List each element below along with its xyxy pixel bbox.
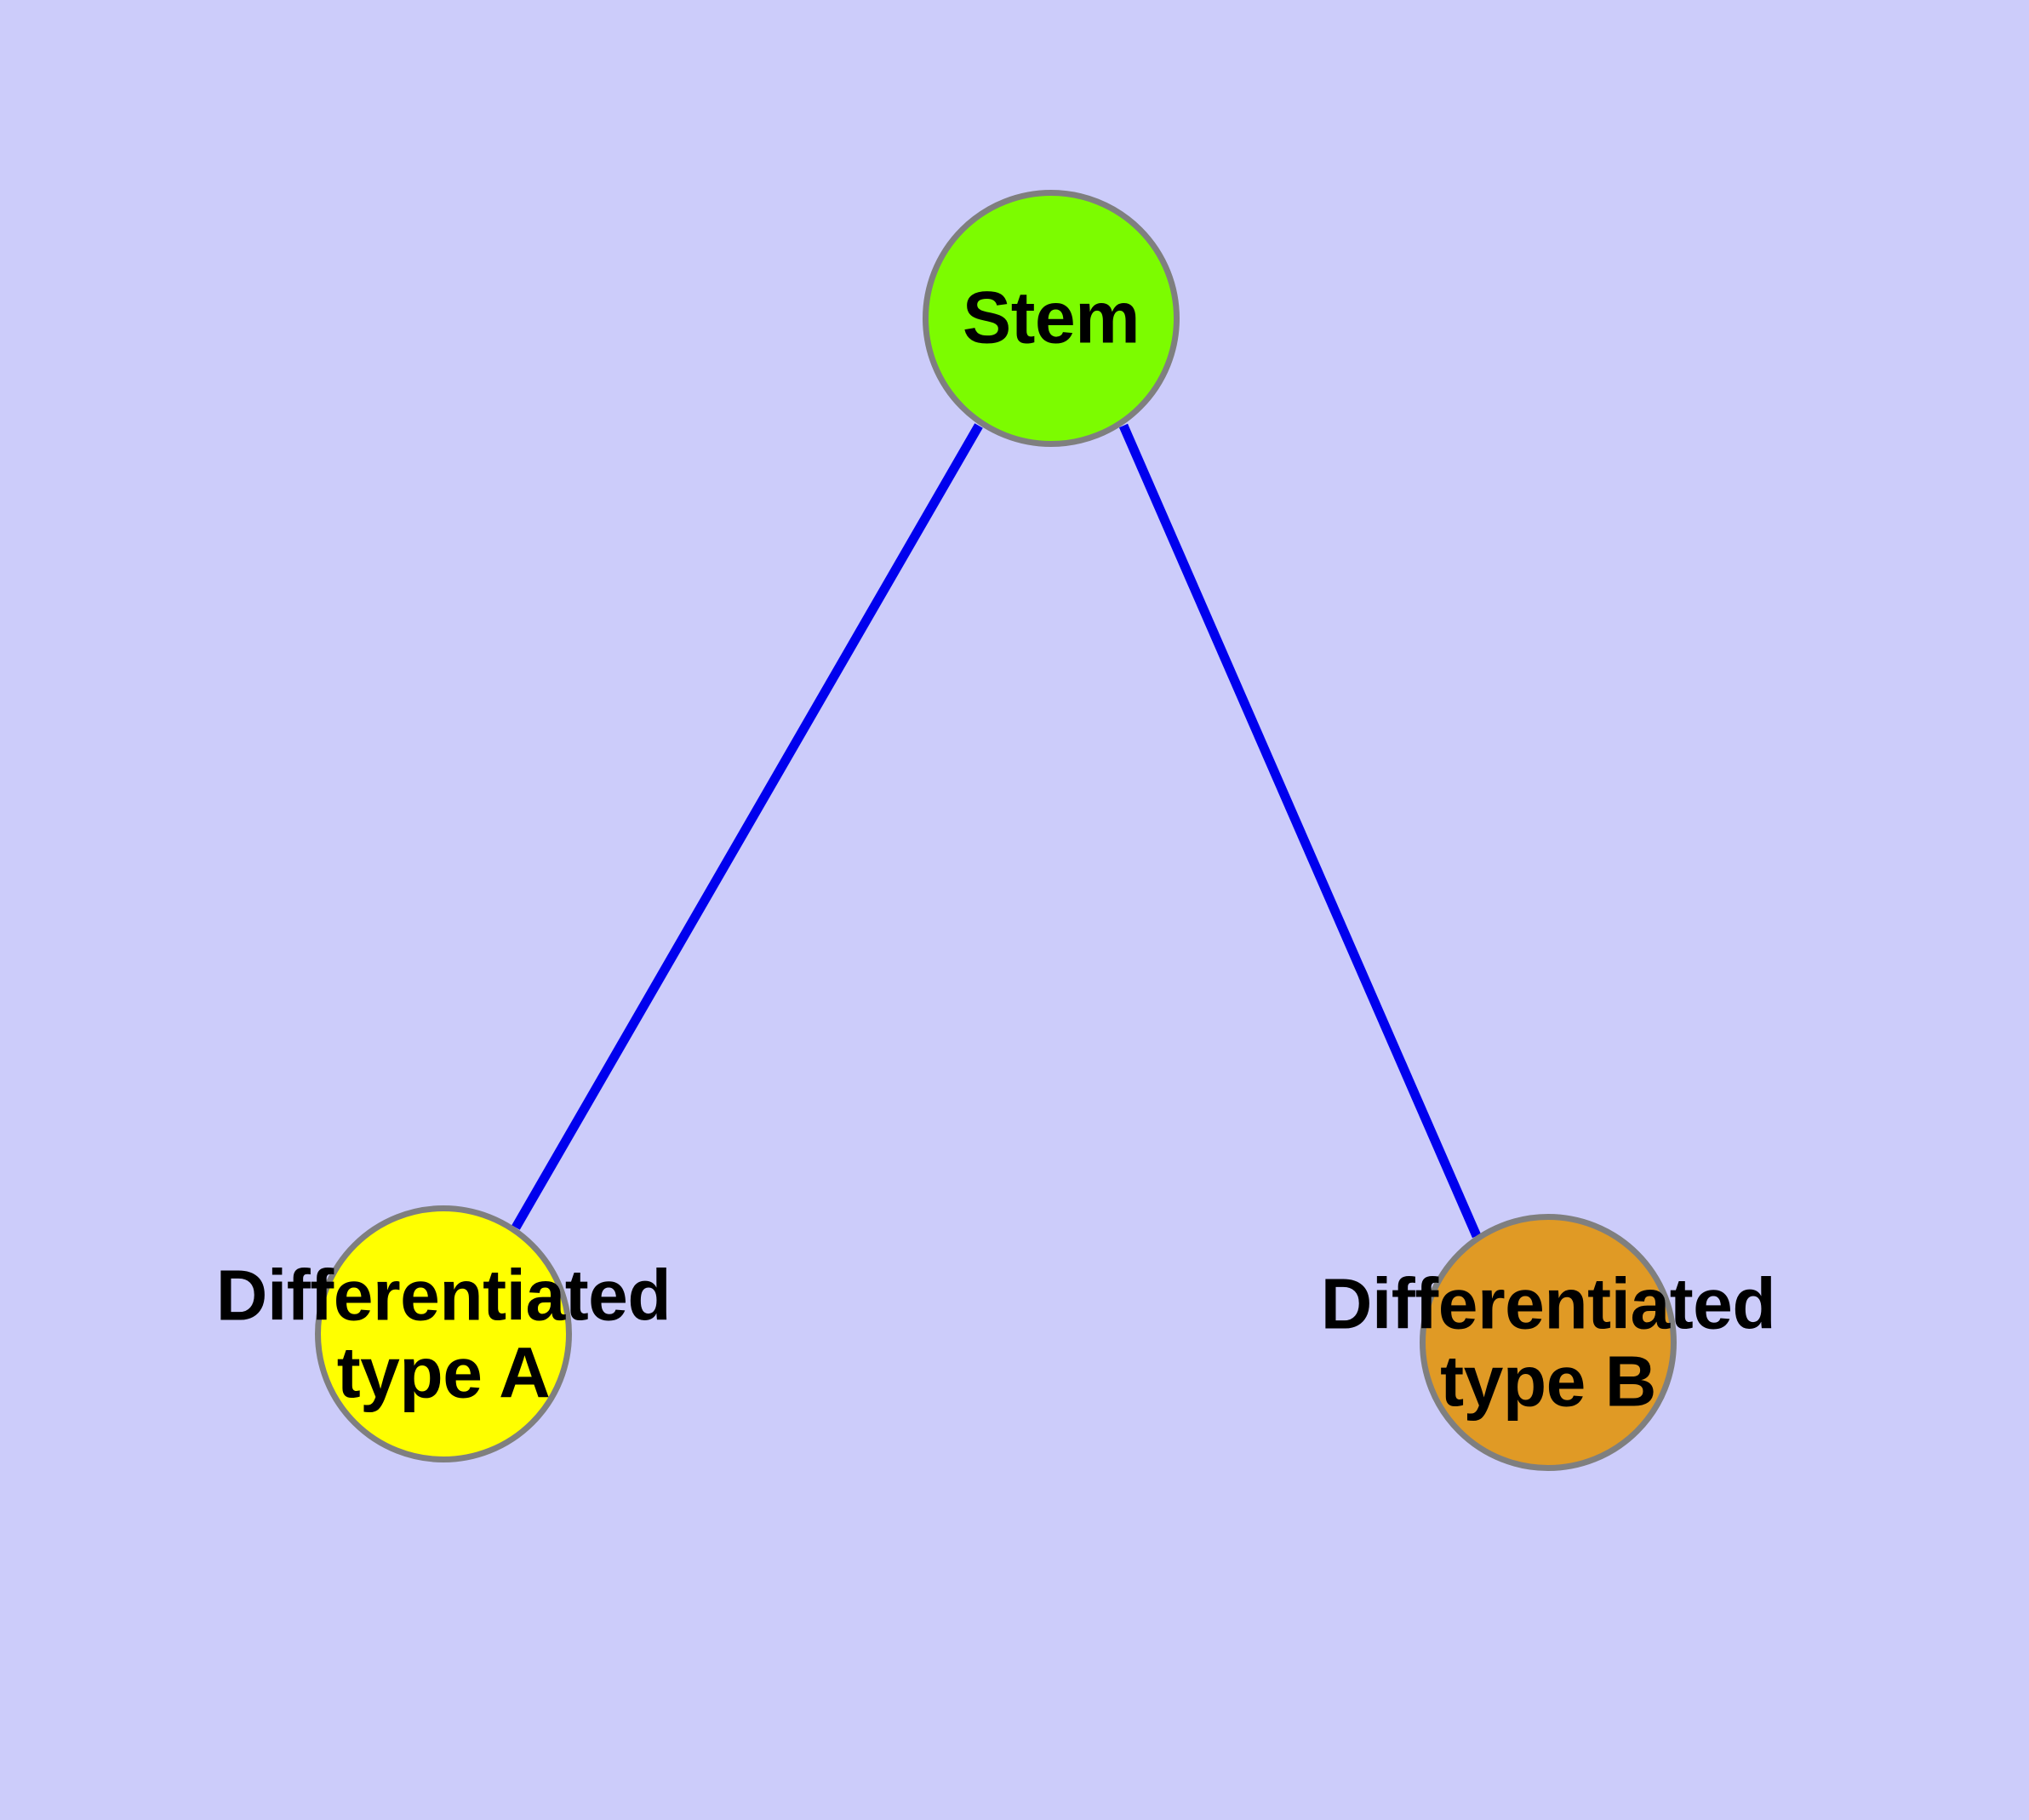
edge-stem-to-differentiated-type-a (512, 423, 983, 1230)
node-stem[interactable]: Stem (923, 190, 1180, 447)
node-differentiated-type-a[interactable]: Differentiated type A (216, 1205, 672, 1462)
node-differentiated-type-b[interactable]: Differentiated type B (1321, 1214, 1776, 1471)
node-stem-label: Stem (962, 277, 1140, 359)
edge-stem-to-differentiated-type-b (1118, 423, 1482, 1239)
